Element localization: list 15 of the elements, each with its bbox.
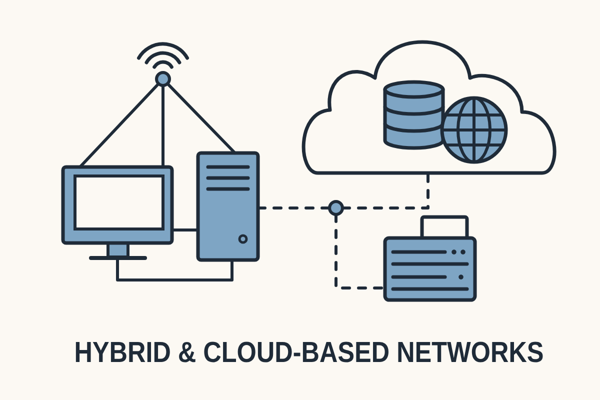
- connector-line: [162, 84, 164, 168]
- printer: [383, 215, 477, 302]
- connector-line: [170, 228, 200, 232]
- dashed-connector: [341, 172, 430, 210]
- desktop-tower: [196, 151, 260, 262]
- database-cylinder: [383, 80, 445, 150]
- connector-line: [78, 82, 160, 168]
- connector-line: [166, 82, 236, 154]
- computer-monitor: [61, 165, 174, 260]
- globe: [440, 96, 508, 164]
- wifi-antenna: [137, 42, 189, 87]
- title: HYBRID & CLOUD-BASED NETWORKS: [76, 342, 543, 362]
- connector-line: [116, 258, 234, 282]
- junction-circle: [328, 200, 344, 216]
- dashed-connector: [256, 206, 331, 210]
